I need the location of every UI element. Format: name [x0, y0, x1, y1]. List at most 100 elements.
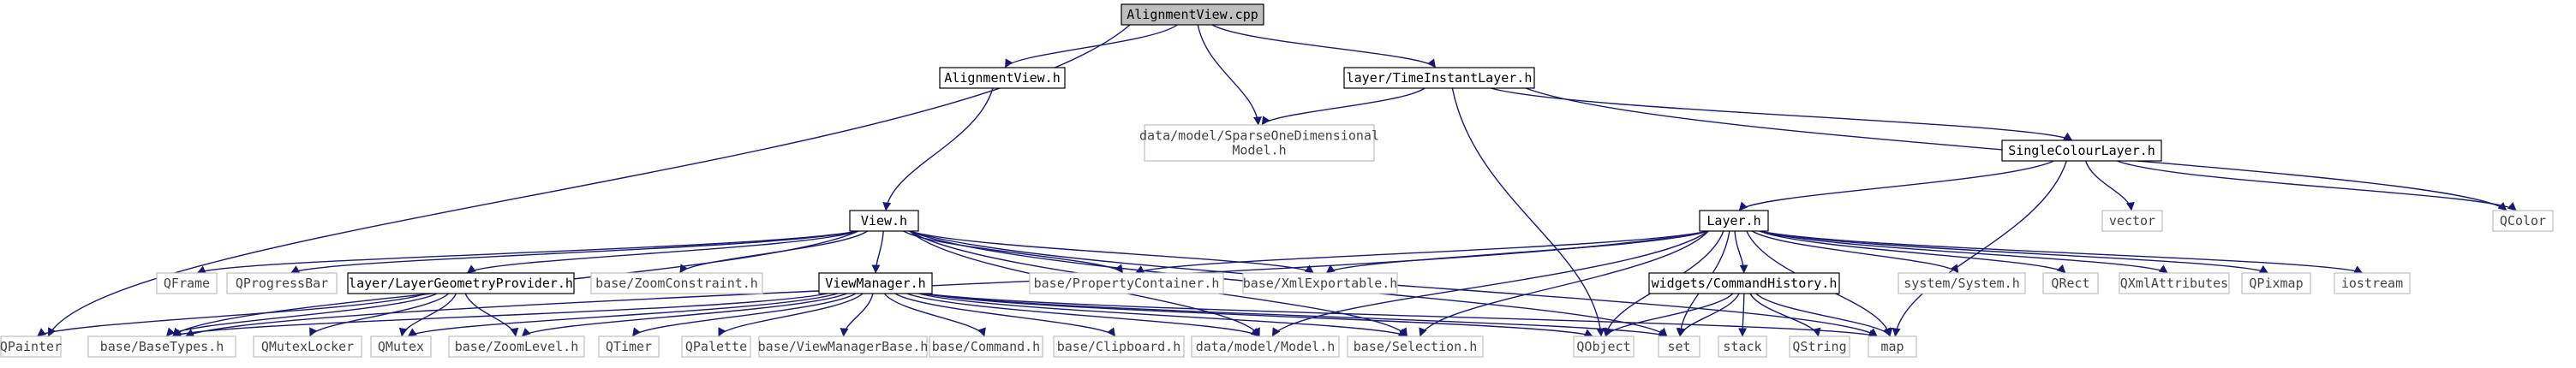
node-label-viewmanagerbase_h: base/ViewManagerBase.h: [758, 339, 929, 354]
node-label-qxmlattributes: QXmlAttributes: [2120, 276, 2228, 291]
node-label-system_h: system/System.h: [1904, 276, 2019, 291]
node-box-clipboard_h: [1053, 335, 1185, 358]
node-label-timeinstantlayer_h: layer/TimeInstantLayer.h: [1347, 70, 1533, 86]
edge-timeinstantlayer_h-to-sparseonedim_h: [1261, 87, 1425, 126]
node-label-singlecolourlayer_h: SingleColourLayer.h: [2008, 143, 2155, 158]
edge-view_h-to-propertycontainer_h: [903, 230, 1124, 274]
node-label-map: map: [1880, 339, 1904, 354]
node-qobject: QObject: [1573, 335, 1635, 358]
edge-layer_h-to-qpixmap: [1759, 230, 2268, 274]
node-box-layer_h: [1699, 210, 1769, 232]
edge-view_h-to-qprogressbar: [290, 230, 859, 274]
edge-commandhistory_h-to-qstring: [1749, 293, 1821, 337]
node-set: set: [1658, 335, 1700, 358]
node-box-qobject: [1573, 335, 1635, 358]
node-view_h[interactable]: View.h: [849, 210, 919, 232]
node-box-timeinstantlayer_h: [1343, 67, 1535, 89]
node-box-set: [1658, 335, 1700, 358]
node-stack: stack: [1718, 335, 1767, 358]
node-label-qstring: QString: [1792, 339, 1846, 354]
node-singlecolourlayer_h[interactable]: SingleColourLayer.h: [2001, 139, 2162, 162]
node-label-qmutexlocker: QMutexLocker: [261, 339, 354, 354]
edge-layergeometryprovider_h-to-zoomlevel_h: [464, 293, 519, 337]
edge-viewmanager_h-to-command_h: [883, 293, 986, 337]
edge-viewmanager_h-to-qpalette: [718, 293, 864, 337]
node-label-qmutex: QMutex: [378, 339, 424, 354]
node-alignmentview_cpp[interactable]: AlignmentView.cpp: [1121, 3, 1264, 26]
node-label-command_h: base/Command.h: [932, 339, 1040, 354]
node-qframe: QFrame: [156, 272, 218, 294]
node-label-selection_h: base/Selection.h: [1354, 339, 1478, 354]
node-box-alignmentview_cpp: [1121, 3, 1264, 26]
edge-view_h-to-viewmanager_h: [871, 230, 884, 274]
node-label-set: set: [1667, 339, 1690, 354]
edge-layer_h-to-iostream: [1759, 230, 2364, 274]
node-box-selection_h: [1347, 335, 1484, 358]
node-qpainter: QPainter: [0, 335, 62, 358]
edge-layer_h-to-xmlexportable_h: [1325, 230, 1709, 274]
node-model_h: data/model/Model.h: [1191, 335, 1340, 358]
node-label-qcolor: QColor: [2500, 213, 2546, 229]
node-label-qpainter: QPainter: [0, 339, 62, 354]
edge-commandhistory_h-to-set: [1677, 293, 1740, 337]
node-label-qrect: QRect: [2051, 276, 2089, 291]
node-box-viewmanagerbase_h: [758, 335, 928, 358]
node-label-alignmentview_h: AlignmentView.h: [944, 70, 1060, 86]
node-layer_h[interactable]: Layer.h: [1699, 210, 1769, 232]
edge-timeinstantlayer_h-to-singlecolourlayer_h: [1490, 87, 2073, 141]
node-qrect: QRect: [2042, 272, 2099, 294]
node-label-zoomlevel_h: base/ZoomLevel.h: [455, 339, 579, 354]
node-label-basetypes_h: base/BaseTypes.h: [100, 339, 224, 354]
edge-viewmanager_h-to-clipboard_h: [894, 293, 1116, 337]
edge-commandhistory_h-to-stack: [1738, 293, 1748, 337]
node-commandhistory_h[interactable]: widgets/CommandHistory.h: [1648, 272, 1840, 294]
node-label-view_h: View.h: [861, 213, 907, 229]
node-qstring: QString: [1789, 335, 1850, 358]
node-label-zoomconstraint_h: base/ZoomConstraint.h: [595, 276, 758, 291]
node-label-alignmentview_cpp: AlignmentView.cpp: [1127, 7, 1258, 22]
node-label-qtimer: QTimer: [606, 339, 652, 354]
edge-timeinstantlayer_h-to-qobject: [1451, 87, 1605, 337]
edge-layer_h-to-commandhistory_h: [1734, 230, 1748, 274]
node-box-qprogressbar: [226, 272, 338, 294]
node-box-sparseonedim_h: [1144, 124, 1375, 162]
node-label-qobject: QObject: [1576, 339, 1630, 354]
node-viewmanager_h[interactable]: ViewManager.h: [818, 272, 933, 294]
edge-commandhistory_h-to-qobject: [1605, 293, 1734, 337]
node-qxmlattributes: QXmlAttributes: [2119, 272, 2230, 294]
node-label-vector: vector: [2109, 213, 2155, 229]
node-layergeometryprovider_h[interactable]: layer/LayerGeometryProvider.h: [347, 272, 575, 294]
edge-layer_h-to-model_h: [1271, 230, 1709, 337]
node-zoomlevel_h: base/ZoomLevel.h: [448, 335, 585, 358]
edge-layer_h-to-selection_h: [1419, 230, 1709, 337]
node-alignmentview_h[interactable]: AlignmentView.h: [939, 67, 1066, 89]
edge-commandhistory_h-to-map: [1755, 293, 1892, 337]
edge-layer_h-to-qrect: [1759, 230, 2066, 274]
node-box-iostream: [2334, 272, 2411, 294]
node-label-clipboard_h: base/Clipboard.h: [1057, 339, 1181, 354]
node-box-qpixmap: [2241, 272, 2311, 294]
edge-viewmanager_h-to-set: [923, 293, 1668, 338]
node-timeinstantlayer_h[interactable]: layer/TimeInstantLayer.h: [1343, 67, 1535, 89]
node-label-qframe: QFrame: [164, 276, 210, 291]
edge-layergeometryprovider_h-to-qmutex: [398, 293, 457, 337]
node-label-commandhistory_h: widgets/CommandHistory.h: [1652, 276, 1838, 291]
node-label-stack: stack: [1723, 339, 1761, 354]
edge-alignmentview_cpp-to-alignmentview_h: [1004, 24, 1178, 68]
node-box-qframe: [156, 272, 218, 294]
node-label-propertycontainer_h: base/PropertyContainer.h: [1034, 276, 1220, 291]
node-box-qpalette: [681, 335, 751, 358]
node-box-stack: [1718, 335, 1767, 358]
node-zoomconstraint_h: base/ZoomConstraint.h: [590, 272, 763, 294]
edge-alignmentview_h-to-view_h: [882, 87, 994, 211]
edge-layergeometryprovider_h-to-qmutexlocker: [309, 293, 450, 337]
edge-alignmentview_cpp-to-sparseonedim_h: [1197, 24, 1262, 126]
node-clipboard_h: base/Clipboard.h: [1053, 335, 1185, 358]
edge-layer_h-to-system_h: [1751, 230, 1959, 274]
node-box-system_h: [1898, 272, 2026, 294]
node-qprogressbar: QProgressBar: [226, 272, 338, 294]
node-label-viewmanager_h: ViewManager.h: [825, 276, 925, 291]
node-box-xmlexportable_h: [1242, 272, 1398, 294]
